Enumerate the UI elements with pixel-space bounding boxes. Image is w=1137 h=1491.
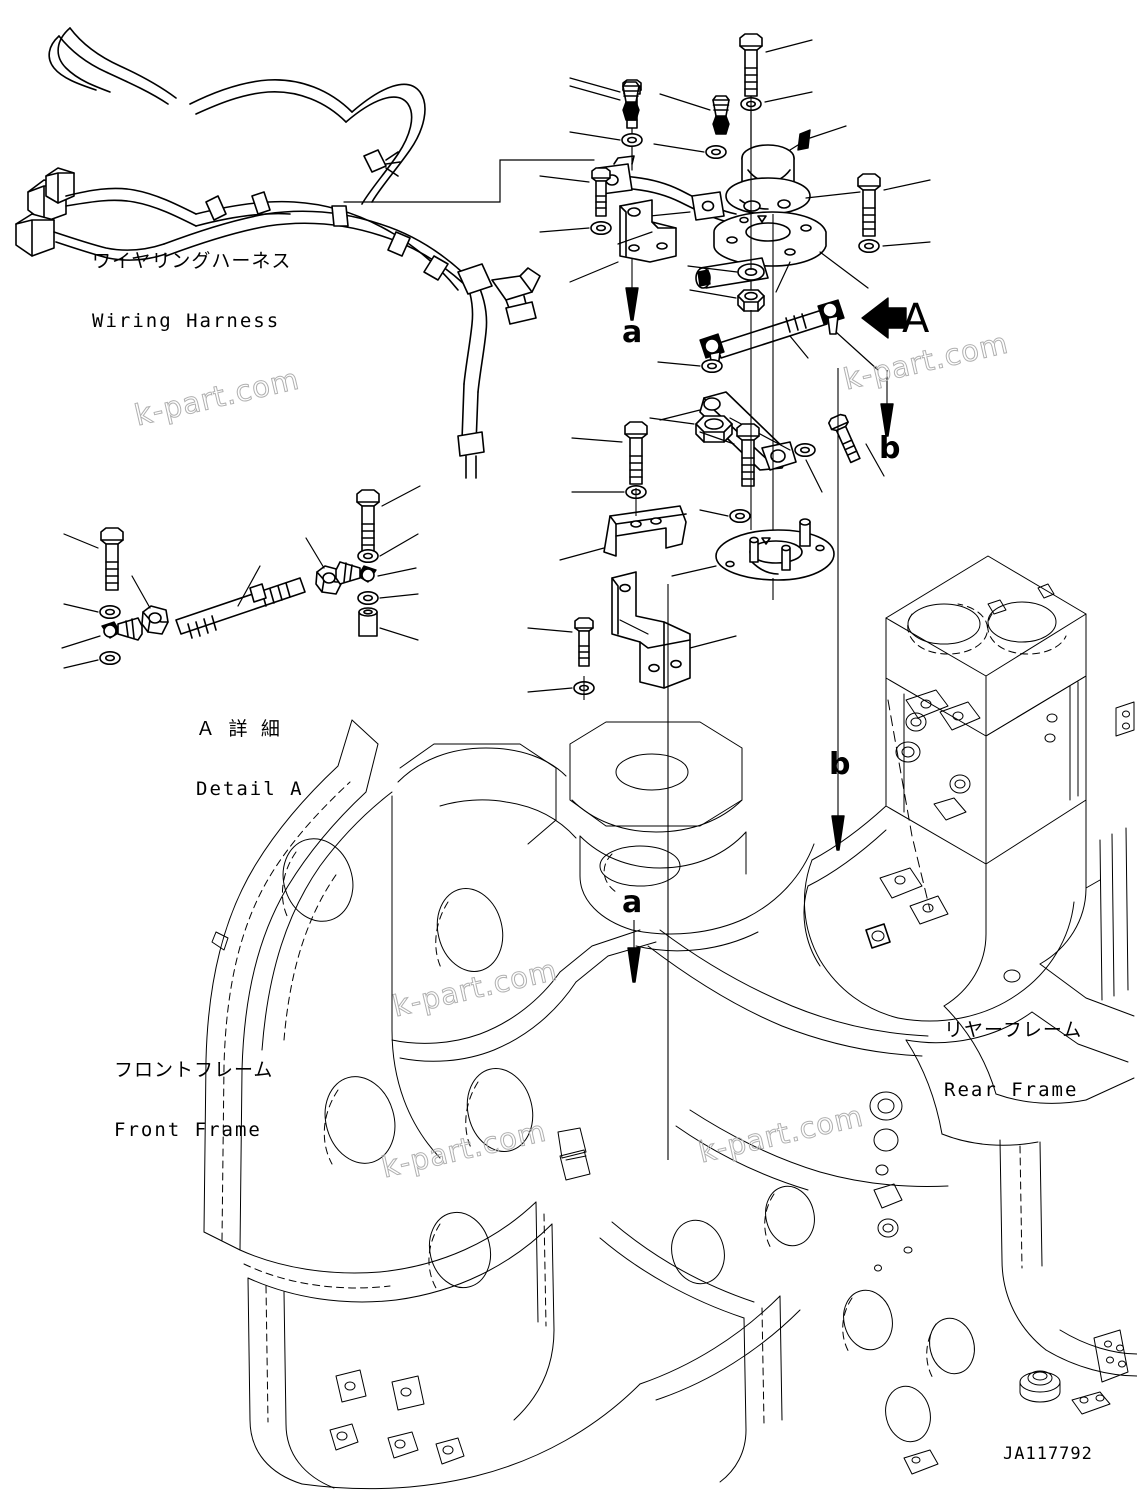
plate-bracket <box>603 505 687 557</box>
upper-bracket <box>619 199 677 263</box>
linkage-arm <box>649 358 885 493</box>
rear-frame-drawing <box>803 555 1137 1415</box>
label-detail-a: Ａ 詳 細 Detail A <box>196 680 304 838</box>
label-detail-a-en: Detail A <box>196 777 304 800</box>
misc-frame-details <box>329 1218 939 1475</box>
front-frame-drawing <box>203 719 949 1490</box>
lower-l-bracket <box>611 571 691 689</box>
mounting-ring <box>715 518 835 581</box>
callout-marker-b-upper: b <box>879 431 901 466</box>
label-front-frame: フロントフレーム Front Frame <box>114 1021 273 1179</box>
callout-detail-a-ref: A <box>902 296 930 342</box>
label-front-frame-en: Front Frame <box>114 1118 262 1141</box>
label-rear-frame-en: Rear Frame <box>944 1078 1079 1101</box>
assembly-axis-lines <box>583 96 774 1160</box>
callout-marker-a-lower: a <box>622 885 643 920</box>
label-front-frame-jp: フロントフレーム <box>114 1058 274 1081</box>
label-rear-frame-jp: リヤーフレーム <box>944 1018 1083 1041</box>
tie-rod-assembly <box>699 299 879 371</box>
label-wiring-harness: ワイヤリングハーネス Wiring Harness <box>92 212 291 370</box>
label-wiring-harness-en: Wiring Harness <box>92 309 281 332</box>
upper-assembly-drawing <box>539 33 931 312</box>
callout-marker-a-upper: a <box>622 315 643 350</box>
callout-marker-b-lower: b <box>829 747 851 782</box>
callout-arrows <box>625 258 907 983</box>
rotary-sensor <box>725 144 811 215</box>
label-rear-frame: リヤーフレーム Rear Frame <box>944 981 1082 1139</box>
mounting-plate <box>713 211 827 267</box>
wiring-harness-drawing <box>15 27 595 479</box>
label-wiring-harness-jp: ワイヤリングハーネス <box>92 249 292 272</box>
label-detail-a-jp: Ａ 詳 細 <box>196 717 281 740</box>
lower-brackets <box>527 421 835 696</box>
drawing-number: JA117792 <box>1003 1444 1093 1464</box>
detail-a-exploded <box>61 485 421 669</box>
